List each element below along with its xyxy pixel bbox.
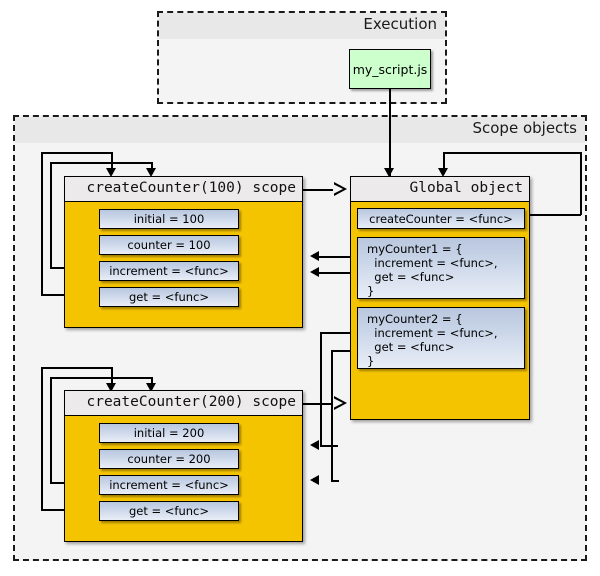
scope-box-header <box>65 391 302 416</box>
arrowhead-counter1-increment <box>310 251 319 261</box>
scope-objects-frame-header <box>15 117 585 143</box>
connector-scope1-get-v <box>41 152 43 295</box>
scope-entry-increment[interactable]: increment = <func> <box>99 261 239 281</box>
connector-counter2-get-h1 <box>331 350 358 352</box>
connector-counter2-increment-h2 <box>320 445 338 447</box>
scope-title-createcounter-100: createCounter(100) scope <box>86 180 296 196</box>
connector-script-to-global <box>389 89 391 176</box>
arrowhead-script-to-global <box>384 168 394 177</box>
connector-counter2-increment-v <box>320 332 322 446</box>
arrowhead-scope2-get <box>106 383 116 392</box>
execution-frame-title: Execution <box>363 15 437 33</box>
execution-frame-header <box>159 13 445 39</box>
scope-box-createcounter-100[interactable]: createCounter(100) scope initial = 100 c… <box>64 176 303 328</box>
connector-scope1-increment-v <box>50 162 52 268</box>
arrowhead-scope1-get <box>106 168 116 177</box>
global-object-box[interactable]: Global object createCounter = <func> myC… <box>350 176 530 420</box>
scope-entry-counter[interactable]: counter = 200 <box>99 449 239 469</box>
script-node-my-script-js[interactable]: my_script.js <box>349 49 431 89</box>
connector-scope1-get-v2 <box>111 152 113 174</box>
connector-counter2-get-h2 <box>331 480 339 482</box>
arrowhead-counter2-get <box>310 475 319 485</box>
scope-objects-frame-title: Scope objects <box>472 119 577 137</box>
scope-entry-get[interactable]: get = <func> <box>99 501 239 521</box>
connector-createcounter-seg-h1 <box>530 214 581 216</box>
connector-counter2-increment-h1 <box>320 332 358 334</box>
scope-entry-get[interactable]: get = <func> <box>99 287 239 307</box>
connector-scope2-to-global <box>302 403 335 405</box>
arrowhead-scope2-to-global <box>333 396 347 410</box>
connector-scope1-get-h2 <box>41 152 112 154</box>
global-object-header <box>351 177 529 202</box>
arrowhead-counter1-get <box>310 267 319 277</box>
global-entry-mycounter1[interactable]: myCounter1 = { increment = <func>, get =… <box>357 237 525 299</box>
scope-entry-initial[interactable]: initial = 100 <box>99 209 239 229</box>
arrowhead-createcounter-to-global <box>438 168 448 177</box>
global-object-title: Global object <box>409 180 524 196</box>
connector-scope2-increment-v <box>50 377 52 483</box>
scope-box-createcounter-200[interactable]: createCounter(200) scope initial = 200 c… <box>64 390 303 542</box>
connector-scope2-get-v <box>41 367 43 510</box>
connector-scope2-get-h2 <box>41 367 112 369</box>
arrowhead-counter2-increment <box>310 440 319 450</box>
arrowhead-scope2-increment <box>146 383 156 392</box>
connector-scope1-increment-h2 <box>50 162 152 164</box>
connector-counter1-increment <box>318 256 358 258</box>
scope-box-header <box>65 177 302 202</box>
connector-counter2-get-v <box>331 350 333 481</box>
connector-counter1-get <box>318 272 358 274</box>
scope-title-createcounter-200: createCounter(200) scope <box>86 394 296 410</box>
arrowhead-scope1-increment <box>146 168 156 177</box>
connector-scope2-get-v2 <box>111 367 113 389</box>
scope-entry-increment[interactable]: increment = <func> <box>99 475 239 495</box>
scope-entry-initial[interactable]: initial = 200 <box>99 423 239 443</box>
connector-createcounter-seg-h2 <box>443 152 581 154</box>
scope-entry-counter[interactable]: counter = 100 <box>99 235 239 255</box>
global-entry-mycounter2[interactable]: myCounter2 = { increment = <func>, get =… <box>357 307 525 369</box>
arrowhead-scope1-to-global <box>333 182 347 196</box>
connector-createcounter-seg-v <box>580 152 582 215</box>
connector-scope1-to-global <box>302 189 335 191</box>
connector-scope2-increment-h2 <box>50 377 152 379</box>
connector-createcounter-seg-v2 <box>443 152 445 174</box>
global-entry-createcounter[interactable]: createCounter = <func> <box>357 208 525 229</box>
